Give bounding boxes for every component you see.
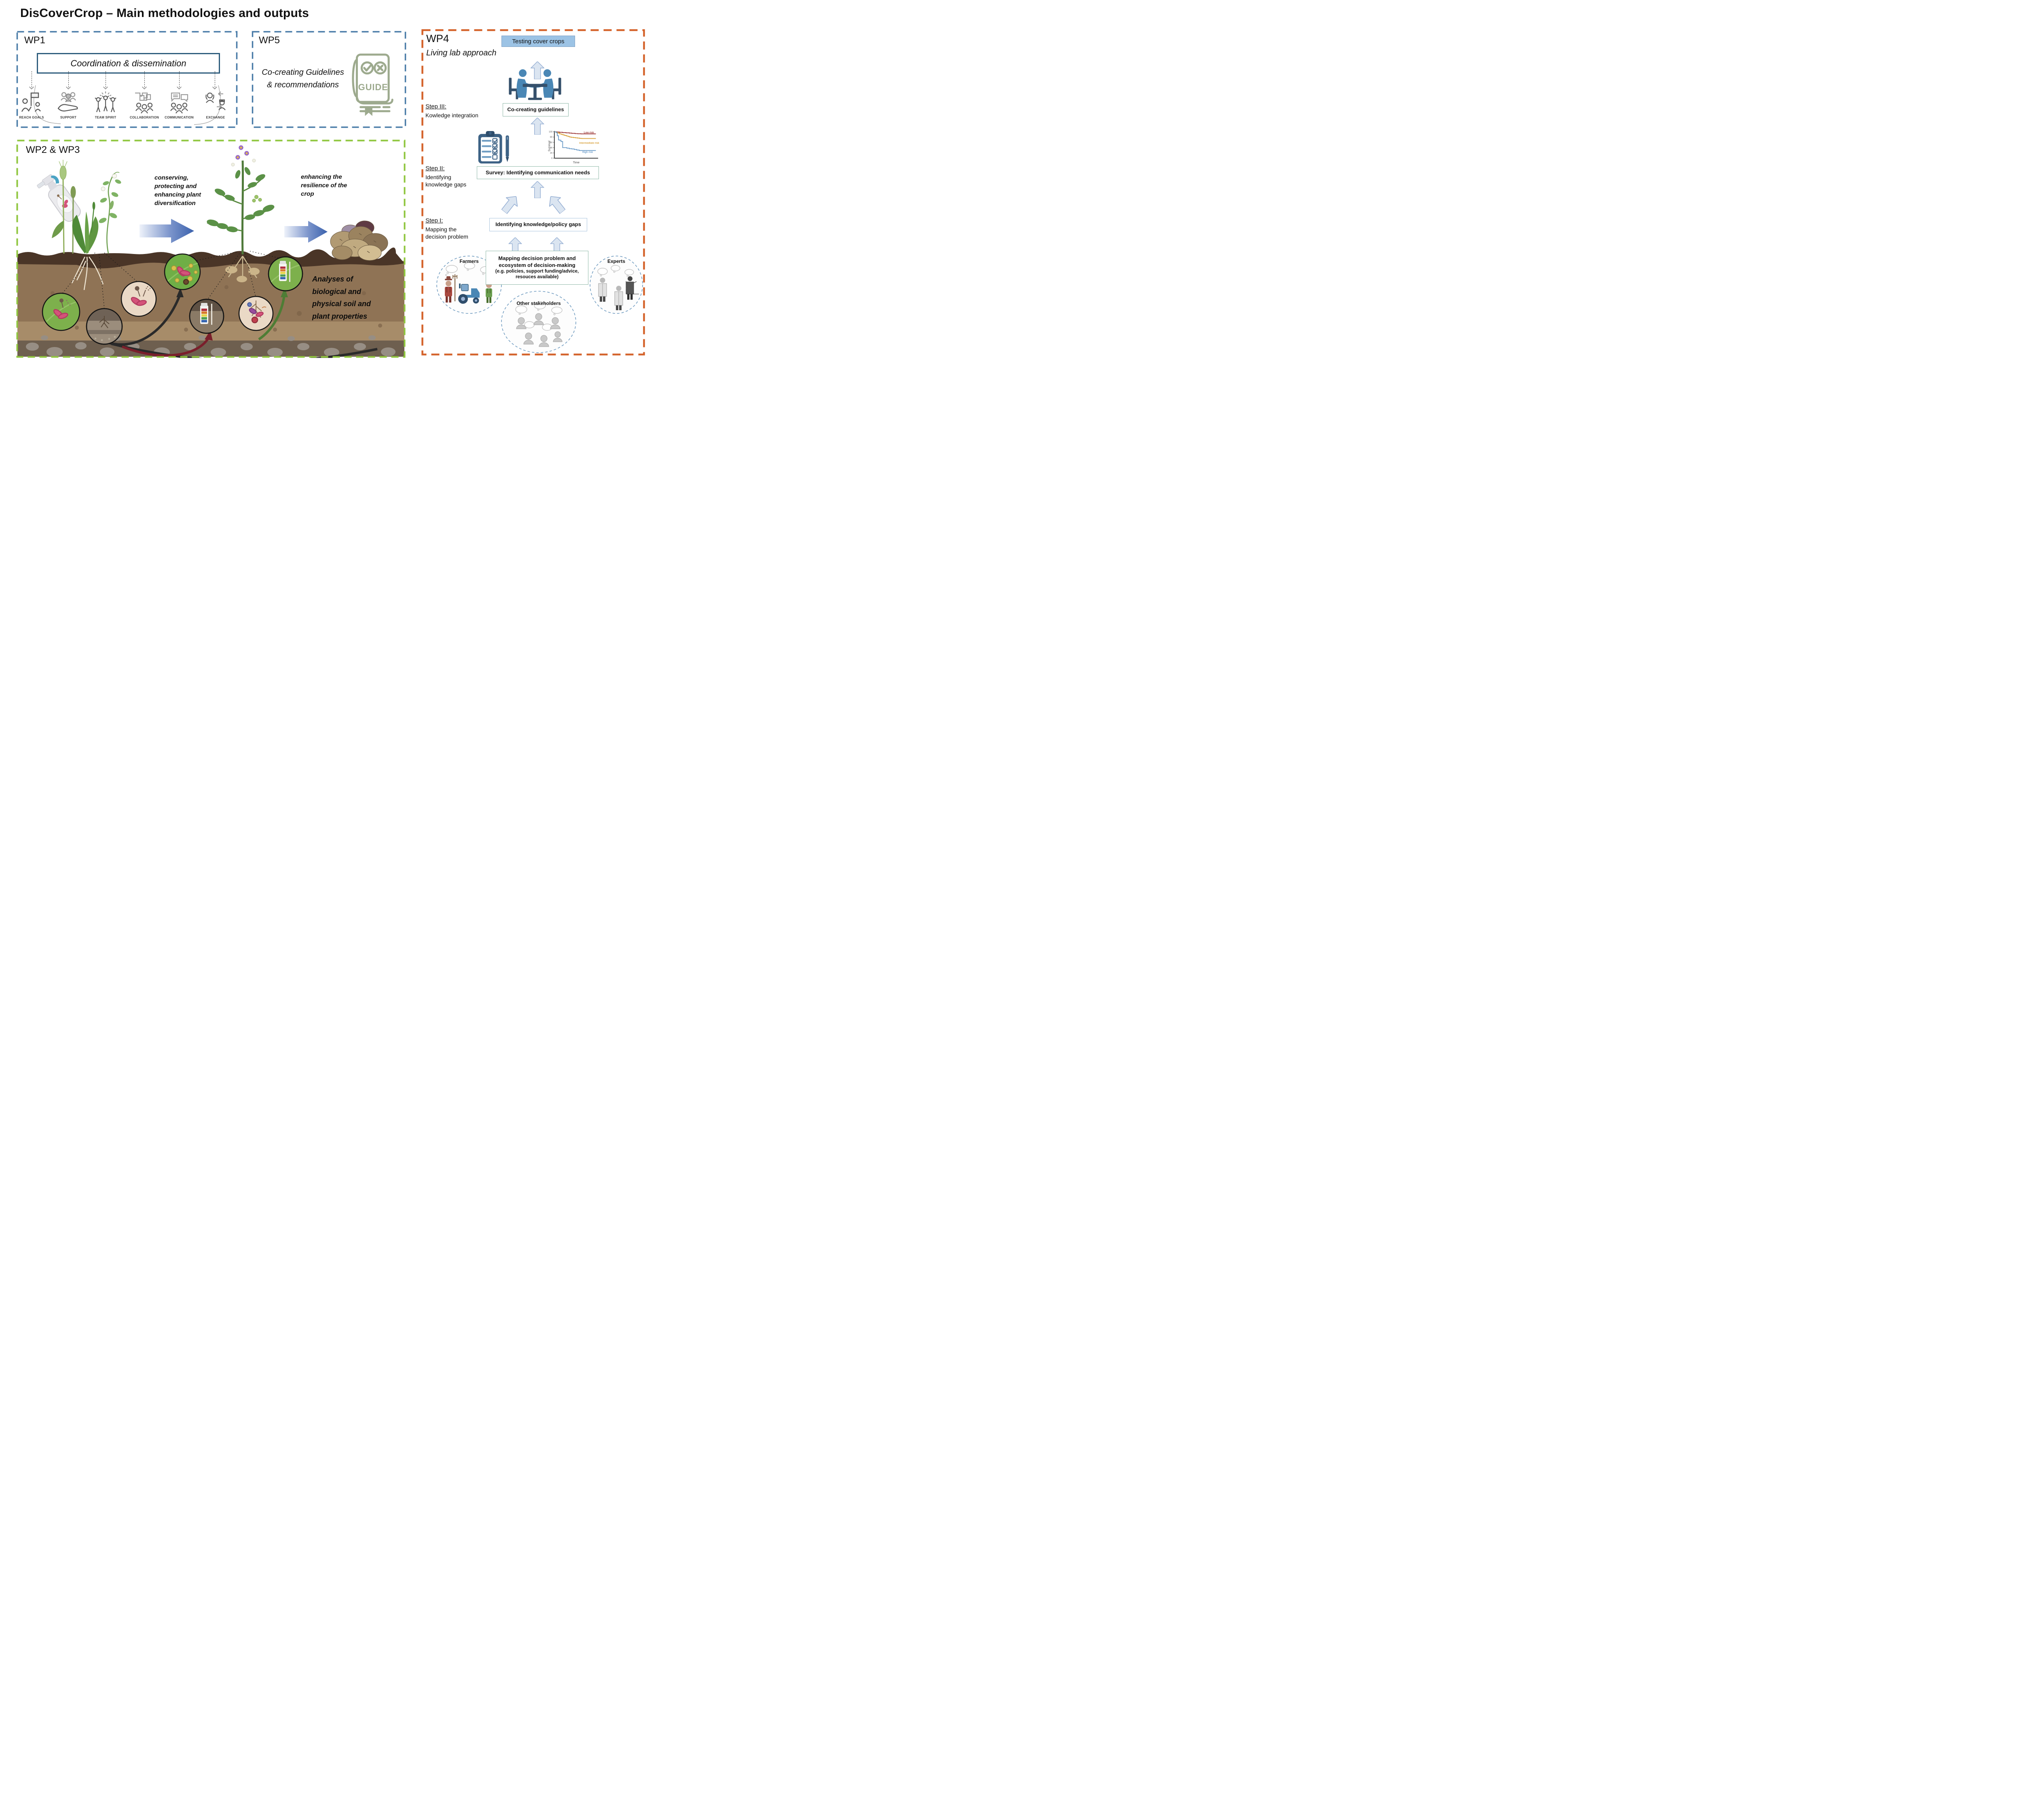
coordination-box: Coordination & dissemination xyxy=(37,53,220,74)
step-3-desc: Kowledge integration xyxy=(425,112,478,119)
blue-flow-arrow-left xyxy=(140,219,194,243)
other-stakeholders-group: Other stakeholders xyxy=(500,290,577,354)
puzzle-people-icon xyxy=(135,92,153,114)
wp2-wp3-box: WP2 & WP3 xyxy=(16,140,406,358)
coordination-box-label: Coordination & dissemination xyxy=(70,58,186,68)
wp23-label: WP2 & WP3 xyxy=(26,144,80,155)
dashed-down-arrow xyxy=(177,71,182,89)
step-3-label: Step III: xyxy=(425,103,446,110)
svg-text:60: 60 xyxy=(550,142,552,144)
inset-circle-leaf-microbes xyxy=(42,292,80,331)
co-creating-guidelines-box: Co-creating guidelines xyxy=(503,103,569,116)
up-arrow xyxy=(531,118,544,135)
wp1-item-label: REACH GOALS xyxy=(19,116,44,119)
team-cheer-icon xyxy=(95,91,116,112)
svg-text:20: 20 xyxy=(550,152,552,154)
potato-berries xyxy=(252,195,262,203)
wp4-box: WP4 Living lab approach Testing cover cr… xyxy=(421,29,645,356)
discussion-table-icon xyxy=(509,69,561,100)
knowledge-policy-gaps-label: Identifying knowledge/policy gaps xyxy=(495,221,581,228)
inset-circle-leaf-test xyxy=(268,256,303,292)
step-3: Step III: Kowledge integration xyxy=(425,103,492,119)
wp1-item-label: SUPPORT xyxy=(60,116,77,119)
diagram-canvas: DisCoverCrop – Main methodologies and ou… xyxy=(0,0,647,364)
wp1-item-label: EXCHANGE xyxy=(206,116,225,119)
inset-circle-soil-profile xyxy=(86,308,123,345)
wp1-item-label: COMMUNICATION xyxy=(165,116,194,119)
step-2-desc: Identifying knowledge gaps xyxy=(425,174,467,188)
wp23-right-caption: enhancing the resilience of the crop xyxy=(301,174,347,197)
testing-cover-crops-box: Testing cover crops xyxy=(501,36,575,47)
knowledge-policy-gaps-box: Identifying knowledge/policy gaps xyxy=(489,218,587,231)
inset-circle-leaf-spots xyxy=(164,253,201,290)
testing-cover-crops-label: Testing cover crops xyxy=(512,38,565,45)
up-arrow xyxy=(531,181,544,198)
wp1-item-collaboration: COLLABORATION xyxy=(126,91,163,119)
page-title: DisCoverCrop – Main methodologies and ou… xyxy=(20,6,309,20)
wp4-label: WP4 xyxy=(426,32,449,44)
step-2-label: Step II: xyxy=(425,165,445,172)
svg-text:Intermediate risk: Intermediate risk xyxy=(579,142,599,145)
co-creating-guidelines-label: Co-creating guidelines xyxy=(507,106,564,113)
wp5-caption: Co-creating Guidelines & recommendations xyxy=(262,68,344,89)
wp5-box: WP5 Co-creating Guidelines & recommendat… xyxy=(252,31,406,128)
survey-box-label: Survey: Identifying communication needs xyxy=(486,169,590,176)
guide-text: GUIDE xyxy=(358,82,388,92)
other-stakeholders-label: Other stakeholders xyxy=(516,301,561,306)
step-1-desc: Mapping the decision problem xyxy=(425,226,468,240)
chart-xlabel: Time xyxy=(573,161,580,164)
potato-plant-icon xyxy=(207,145,275,255)
inset-circle-bacteria-fungi xyxy=(121,281,157,317)
dashed-down-arrow xyxy=(142,71,147,89)
wp23-illustration xyxy=(17,145,404,358)
flag-goal-icon xyxy=(21,92,41,112)
svg-text:0: 0 xyxy=(551,157,552,160)
wp1-item-label: TEAM SPIRIT xyxy=(95,116,116,119)
survey-box: Survey: Identifying communication needs xyxy=(477,166,599,179)
blue-flow-arrow-right xyxy=(284,221,328,243)
wp23-analyses-caption: Analyses of biological and physical soil… xyxy=(312,275,371,320)
wp23-left-caption: conserving, protecting and enhancing pla… xyxy=(154,174,201,207)
wp1-box: WP1 Coordination & dissemination REACH G… xyxy=(16,31,238,128)
guide-book-check-icon: GUIDE xyxy=(352,53,393,116)
wp1-item-reach-goals: REACH GOALS xyxy=(13,91,50,119)
svg-text:Low risk: Low risk xyxy=(584,131,594,134)
diagonal-up-arrow xyxy=(497,192,522,218)
mapping-box: Mapping decision problem and ecosystem o… xyxy=(486,251,588,285)
svg-text:100: 100 xyxy=(549,131,552,133)
wp1-item-label: COLLABORATION xyxy=(129,116,159,119)
wp1-item-communication: COMMUNICATION xyxy=(161,91,197,119)
survey-clipboard-icon xyxy=(478,131,509,164)
wp1-item-exchange: EXCHANGE xyxy=(197,91,234,119)
step-1-label: Step I: xyxy=(425,217,443,224)
dashed-down-arrow xyxy=(66,71,71,89)
wp1-label: WP1 xyxy=(24,35,46,46)
svg-text:40: 40 xyxy=(550,147,552,149)
mapping-box-sub: (e.g. policies, support funding/advice, … xyxy=(495,269,579,280)
wp1-item-team-spirit: TEAM SPIRIT xyxy=(87,91,124,119)
wp1-item-support: SUPPORT xyxy=(50,91,87,119)
wp5-label: WP5 xyxy=(259,35,280,46)
experts-group: Experts xyxy=(589,255,644,315)
potato-harvest-icon xyxy=(330,220,388,261)
step-1: Step I: Mapping the decision problem xyxy=(425,217,473,240)
inset-circle-root-microbiome xyxy=(238,296,274,331)
hand-support-icon xyxy=(57,92,78,112)
speech-bubbles-icon xyxy=(170,92,188,114)
people-swap-arrows-icon xyxy=(205,91,226,110)
diagonal-up-arrow xyxy=(545,192,570,218)
step-2: Step II: Identifying knowledge gaps xyxy=(425,165,469,188)
svg-text:High risk: High risk xyxy=(582,151,593,154)
experts-label: Experts xyxy=(607,258,626,264)
wp4-subtitle: Living lab approach xyxy=(426,49,497,57)
svg-text:80: 80 xyxy=(550,136,552,139)
inset-circle-soil-test xyxy=(189,298,224,334)
mapping-box-main: Mapping decision problem and ecosystem o… xyxy=(498,255,576,268)
